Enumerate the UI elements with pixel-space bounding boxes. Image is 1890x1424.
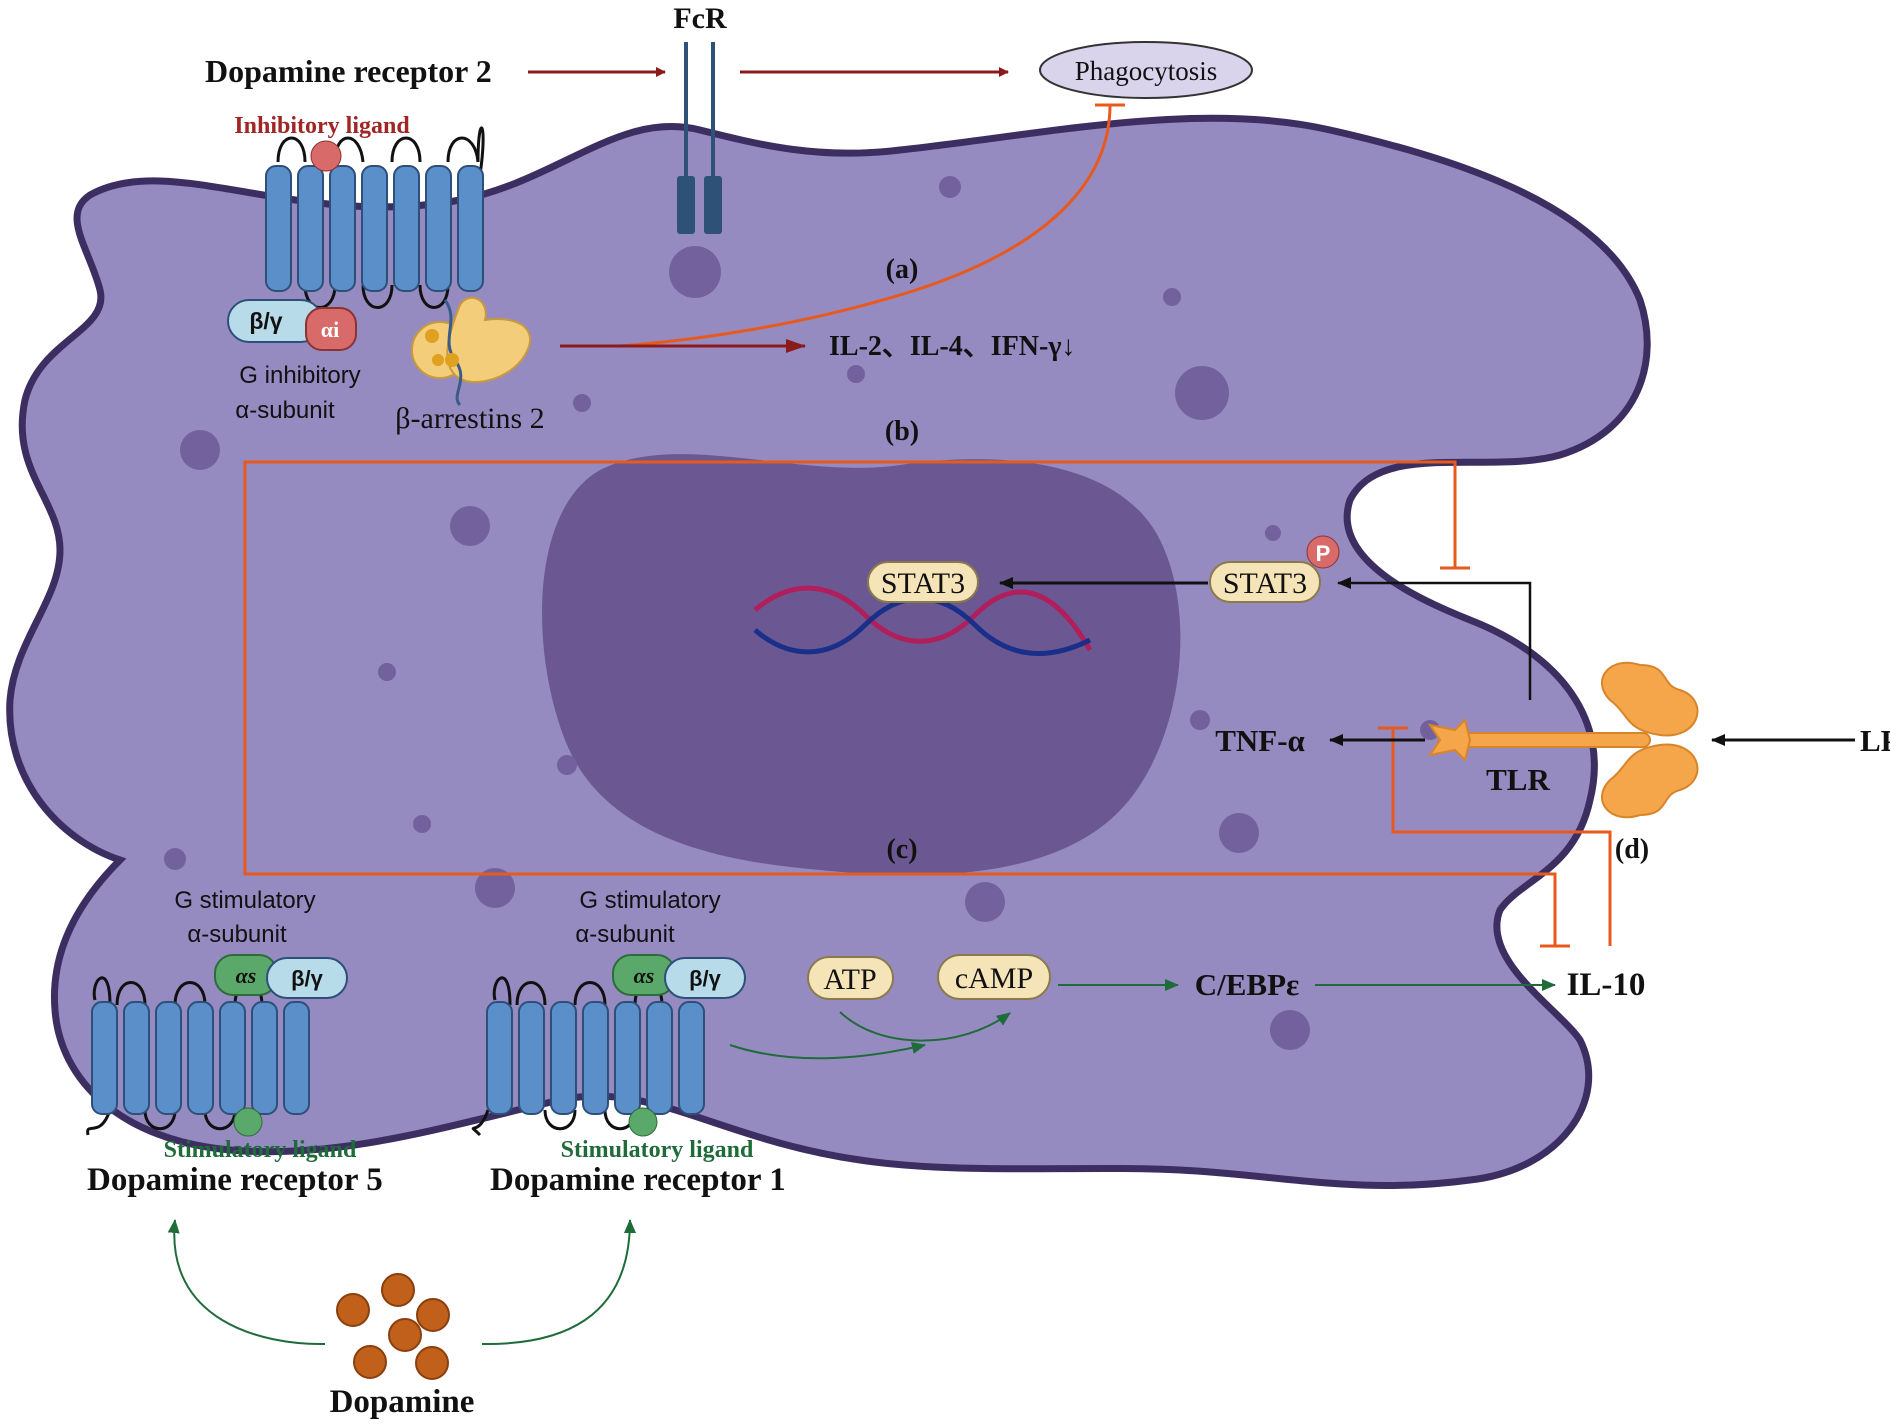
- tlr-label: TLR: [1486, 762, 1550, 797]
- fcr-receptor: [677, 42, 722, 234]
- tlr-receptor: [1427, 661, 1699, 819]
- dopamine-label: Dopamine: [330, 1384, 475, 1420]
- lps-label: LPS: [1860, 723, 1890, 758]
- beta-gamma-label-gi: β/γ: [249, 308, 282, 334]
- beta-gamma-label-dr5: β/γ: [291, 966, 324, 991]
- inhibitory-ligand-dot: [310, 140, 342, 172]
- arrow-tlr-to-stat3: [1337, 577, 1532, 700]
- g-stimulatory-label-dr5: G stimulatory: [174, 887, 315, 914]
- vesicles: [164, 176, 1440, 1050]
- g-inhibitory-subunit-label: α-subunit: [235, 397, 335, 424]
- arrow-dopamine-to-dr1: [481, 1219, 636, 1346]
- stat3-nuclear-label: STAT3: [881, 567, 965, 600]
- atp-label: ATP: [823, 963, 876, 996]
- dopamine-receptor-1: [471, 954, 746, 1137]
- dopamine-receptor-2-label: Dopamine receptor 2: [205, 53, 492, 89]
- beta-gamma-label-dr1: β/γ: [689, 966, 722, 991]
- phosphate-label: P: [1316, 541, 1331, 566]
- phosphate-badge: [1306, 535, 1340, 569]
- arrow-dopamine-to-dr5: [167, 1219, 326, 1346]
- path-label-b: (b): [885, 416, 919, 447]
- alpha-s-label-dr5: αs: [236, 963, 257, 988]
- dopamine-molecules: [336, 1273, 450, 1380]
- path-label-a: (a): [886, 254, 919, 285]
- arrow-atp-to-camp: [839, 1011, 1011, 1042]
- il10-label: IL-10: [1567, 967, 1646, 1003]
- stimulatory-ligand-dot-dr5: [233, 1107, 263, 1137]
- beta-arrestins-label: β-arrestins 2: [395, 402, 544, 435]
- phagocytosis-label: Phagocytosis: [1075, 56, 1218, 86]
- stimulatory-ligand-dot-dr1: [628, 1107, 658, 1137]
- arrow-dr1-to-atp: [729, 1042, 926, 1060]
- phagocytosis-node: [1039, 41, 1253, 99]
- alpha-s-label-dr1: αs: [634, 963, 655, 988]
- dopamine-receptor-5: [86, 954, 348, 1137]
- inhibition-frame: [243, 103, 1612, 948]
- stat3-nuclear-box: [867, 561, 979, 603]
- camp-label: cAMP: [955, 962, 1033, 995]
- g-inhibitory-label: G inhibitory: [239, 362, 360, 389]
- dopamine-receptor-1-label: Dopamine receptor 1: [490, 1162, 786, 1198]
- stat3-cytoplasm-box: [1209, 561, 1321, 603]
- alpha-i-label: αi: [321, 317, 339, 342]
- g-stimulatory-subunit-label-dr5: α-subunit: [187, 921, 287, 948]
- cebp-label: C/EBPε: [1195, 967, 1300, 1002]
- atp-node: [807, 956, 894, 1000]
- stimulatory-ligand-label-dr1: Stimulatory ligand: [561, 1137, 754, 1163]
- beta-arrestin-icon: [411, 296, 531, 407]
- dopamine-receptor-2: [265, 126, 485, 309]
- dopamine-receptor-5-label: Dopamine receptor 5: [87, 1162, 383, 1198]
- path-label-c: (c): [886, 834, 917, 865]
- cytokines-label: IL-2、IL-4、IFN-γ↓: [829, 331, 1075, 362]
- stimulatory-ligand-label-dr5: Stimulatory ligand: [164, 1137, 357, 1163]
- tnf-alpha-label: TNF-α: [1215, 723, 1305, 758]
- camp-node: [937, 954, 1051, 1000]
- fcr-label: FcR: [673, 2, 727, 35]
- inhibitory-ligand-label: Inhibitory ligand: [234, 113, 410, 139]
- nucleus: [542, 454, 1181, 875]
- g-stimulatory-subunit-label-dr1: α-subunit: [575, 921, 675, 948]
- alpha-i-subunit: [305, 307, 357, 351]
- stat3-cytoplasm-label: STAT3: [1223, 567, 1307, 600]
- g-stimulatory-label-dr1: G stimulatory: [579, 887, 720, 914]
- path-label-d: (d): [1615, 834, 1649, 865]
